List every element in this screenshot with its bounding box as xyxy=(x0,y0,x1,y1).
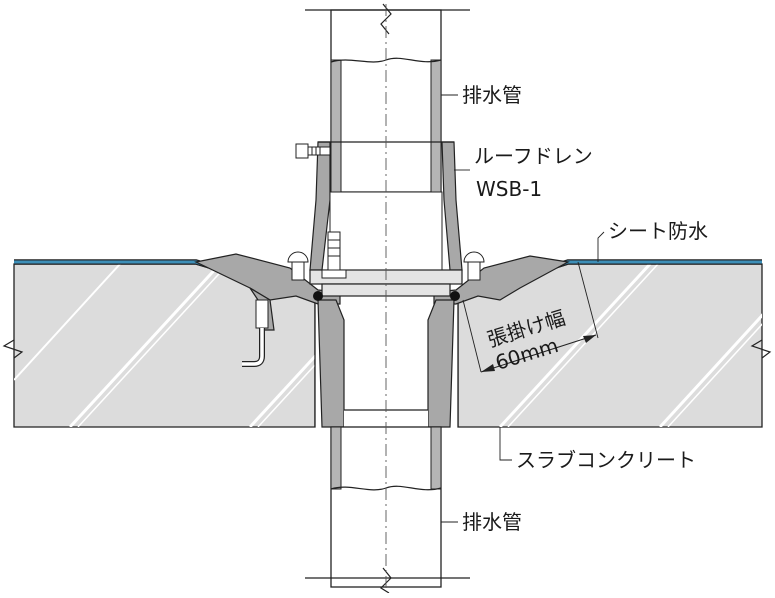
leader-sheet xyxy=(597,231,605,262)
side-bolt xyxy=(295,143,331,159)
slab-hatch-right xyxy=(498,264,762,427)
slab-hatch-left xyxy=(14,264,315,427)
leader-lines xyxy=(441,94,605,523)
label-slab-concrete: スラブコンクリート xyxy=(516,448,696,472)
label-roof-drain-model: WSB-1 xyxy=(476,177,542,201)
label-upper-drain-pipe: 排水管 xyxy=(462,83,522,107)
bolt-left xyxy=(287,231,347,281)
break-mark-left xyxy=(2,339,24,359)
label-lower-drain-pipe: 排水管 xyxy=(462,510,522,534)
break-mark-right xyxy=(750,339,772,359)
bolt-right xyxy=(463,251,485,281)
sealant-left xyxy=(313,291,323,301)
labels: 排水管 ルーフドレン WSB-1 シート防水 張掛け幅 60mm スラブコンクリ… xyxy=(462,83,708,534)
overlap-dimension xyxy=(462,261,599,373)
label-sheet-waterproofing: シート防水 xyxy=(608,219,708,243)
leader-slab xyxy=(499,427,512,461)
sealant-right xyxy=(450,291,460,301)
anchor-rod xyxy=(242,299,269,367)
lower-drain-pipe xyxy=(305,409,470,594)
label-roof-drain: ルーフドレン xyxy=(474,144,593,168)
